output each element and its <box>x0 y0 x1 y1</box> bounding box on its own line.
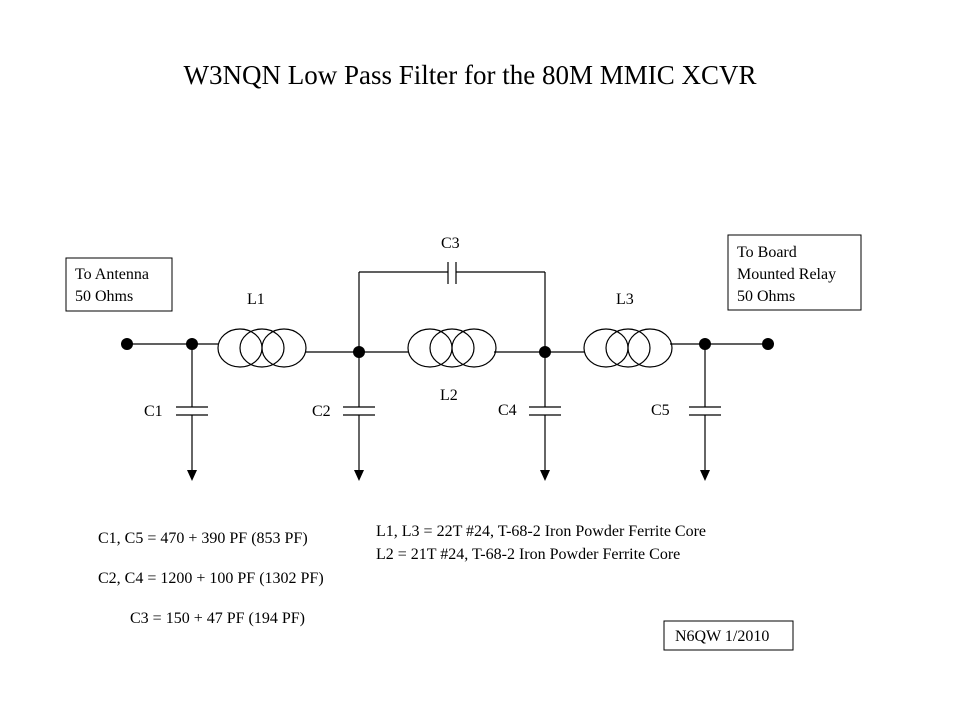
label-c2: C2 <box>312 403 331 420</box>
label-c5: C5 <box>651 402 670 419</box>
antenna-terminal <box>121 338 133 350</box>
relay-label-line1: To Board <box>737 244 797 261</box>
capacitor-c1 <box>176 344 208 481</box>
label-l3: L3 <box>616 291 634 308</box>
capacitor-c4 <box>529 352 561 481</box>
diagram-title: W3NQN Low Pass Filter for the 80M MMIC X… <box>184 60 757 90</box>
antenna-label-line2: 50 Ohms <box>75 288 133 305</box>
note-l1-l3: L1, L3 = 22T #24, T-68-2 Iron Powder Fer… <box>376 523 706 540</box>
note-l2: L2 = 21T #24, T-68-2 Iron Powder Ferrite… <box>376 546 680 563</box>
relay-box <box>727 234 862 311</box>
ground-arrow-icon <box>540 470 550 481</box>
label-c1: C1 <box>144 403 163 420</box>
note-c1-c5: C1, C5 = 470 + 390 PF (853 PF) <box>98 530 308 547</box>
credit-box <box>663 620 794 651</box>
credit-text: N6QW 1/2010 <box>675 628 769 645</box>
inductor-l3-icon <box>583 328 673 368</box>
relay-terminal <box>762 338 774 350</box>
junction-dot <box>699 338 711 350</box>
note-c2-c4: C2, C4 = 1200 + 100 PF (1302 PF) <box>98 570 324 587</box>
junction-dot <box>353 346 365 358</box>
ground-arrow-icon <box>187 470 197 481</box>
note-c3: C3 = 150 + 47 PF (194 PF) <box>130 610 305 627</box>
antenna-box <box>65 257 173 312</box>
capacitor-c5 <box>689 344 721 481</box>
label-c4: C4 <box>498 402 517 419</box>
label-c3: C3 <box>441 235 460 252</box>
junction-dot <box>186 338 198 350</box>
relay-label-line3: 50 Ohms <box>737 288 795 305</box>
relay-label-line2: Mounted Relay <box>737 266 836 283</box>
capacitor-c3 <box>447 262 457 284</box>
junction-dot <box>539 346 551 358</box>
inductor-l1-icon <box>217 328 307 368</box>
inductor-l2-icon <box>407 328 497 368</box>
label-l2: L2 <box>440 387 458 404</box>
label-l1: L1 <box>247 291 265 308</box>
ground-arrow-icon <box>354 470 364 481</box>
capacitor-c2 <box>343 352 375 481</box>
antenna-label-line1: To Antenna <box>75 266 149 283</box>
ground-arrow-icon <box>700 470 710 481</box>
